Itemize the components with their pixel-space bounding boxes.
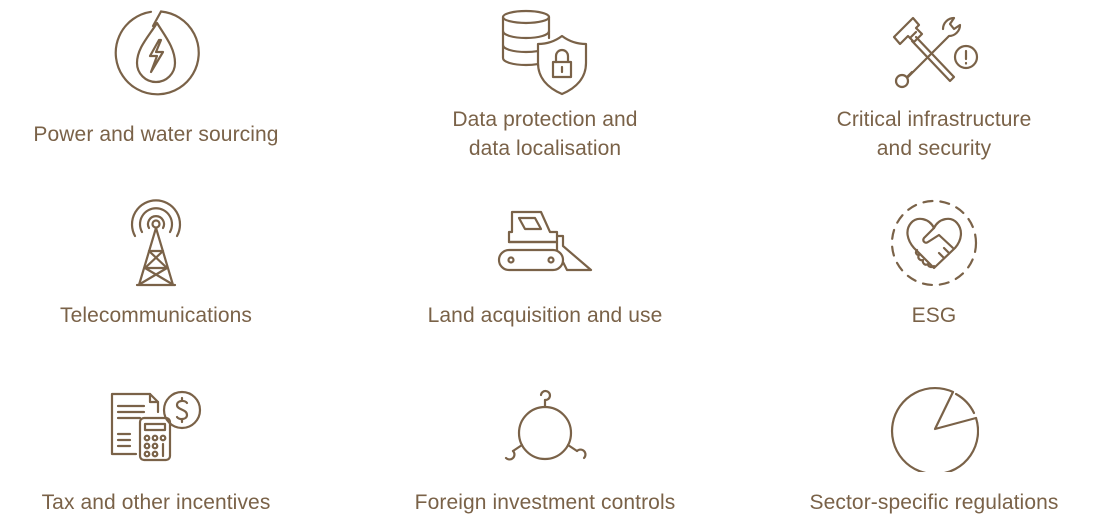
item-label: data localisation bbox=[468, 137, 622, 160]
item-power-water: Power and water sourcing bbox=[0, 0, 316, 160]
item-label: Data protection and bbox=[452, 108, 638, 131]
item-label: Power and water sourcing bbox=[33, 123, 279, 146]
item-label: ESG bbox=[911, 304, 957, 327]
item-esg: ESG bbox=[774, 190, 1094, 330]
item-sector-regulations: Sector-specific regulations bbox=[774, 380, 1094, 522]
item-label: Telecommunications bbox=[59, 304, 253, 327]
item-data-protection: Data protection and data localisation bbox=[385, 0, 705, 165]
item-label: Sector-specific regulations bbox=[809, 491, 1059, 514]
item-foreign-investment: Foreign investment controls bbox=[385, 380, 705, 522]
item-label: and security bbox=[876, 137, 992, 160]
item-label: Critical infrastructure bbox=[836, 108, 1032, 131]
pie-chart-icon bbox=[889, 382, 979, 472]
power-water-icon bbox=[111, 8, 201, 98]
item-label: Tax and other incentives bbox=[41, 491, 271, 514]
item-land-acquisition: Land acquisition and use bbox=[385, 190, 705, 330]
esg-handshake-heart-icon bbox=[889, 198, 979, 288]
telecom-tower-icon bbox=[127, 198, 185, 288]
foreign-investment-icon bbox=[500, 388, 590, 466]
tax-calculator-icon bbox=[110, 388, 202, 464]
item-label: Land acquisition and use bbox=[427, 304, 663, 327]
item-telecommunications: Telecommunications bbox=[0, 190, 316, 330]
bulldozer-icon bbox=[497, 210, 593, 274]
critical-infrastructure-icon bbox=[888, 15, 980, 90]
item-tax-incentives: Tax and other incentives bbox=[0, 380, 316, 522]
data-protection-icon bbox=[500, 8, 590, 98]
item-label: Foreign investment controls bbox=[414, 491, 676, 514]
item-critical-infrastructure: Critical infrastructure and security bbox=[774, 0, 1094, 165]
